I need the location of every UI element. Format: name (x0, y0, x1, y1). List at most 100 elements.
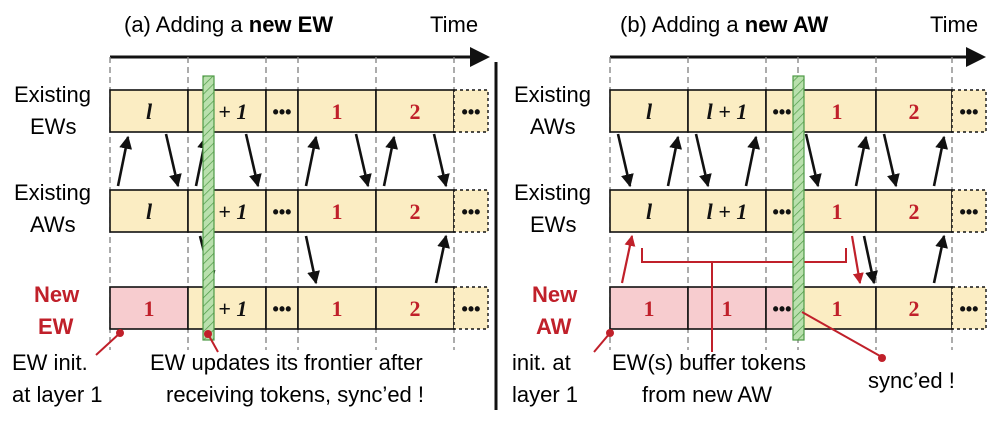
pointer-dot (116, 329, 124, 337)
block-cell (951, 286, 987, 330)
block-cell (687, 286, 767, 330)
cell-label: l (146, 99, 153, 124)
cell-label: l (646, 199, 653, 224)
block-cell (375, 286, 455, 330)
panel-b-row3-label-line1: New (532, 282, 578, 307)
cell-label: 1 (332, 199, 343, 224)
panel-a-note-left-line1: EW init. (12, 350, 88, 375)
panel-b-red-arrows (620, 234, 864, 285)
sync-bar (202, 75, 215, 341)
block-cell (453, 286, 489, 330)
panel-a-note-right-line2: receiving tokens, sync’ed ! (166, 382, 424, 407)
block-cell (453, 89, 489, 133)
cell-label: 2 (410, 296, 421, 321)
block-cell (687, 189, 767, 233)
block-cell (265, 89, 299, 133)
cell-label: 2 (909, 99, 920, 124)
cell-label: 1 (332, 296, 343, 321)
ellipsis: ••• (462, 202, 481, 222)
cell-label: 1 (722, 296, 733, 321)
block-cell (375, 89, 455, 133)
panel-a-row3-label-line1: New (34, 282, 80, 307)
pointer-dot (606, 329, 614, 337)
panel-b-row2-label-line1: Existing (514, 180, 591, 205)
panel-b-row3-label-line2: AW (536, 314, 572, 339)
panel-b-note-right: sync’ed ! (868, 368, 955, 393)
cell-label: 1 (832, 99, 843, 124)
panel-a-time-label: Time (430, 12, 478, 37)
pointer-dot (204, 330, 212, 338)
ellipsis: ••• (960, 102, 979, 122)
cell-label: 2 (410, 99, 421, 124)
panel-a-row2-label-line2: AWs (30, 212, 76, 237)
block-cell (297, 189, 377, 233)
block-cell (297, 89, 377, 133)
ellipsis: ••• (960, 202, 979, 222)
panel-b-arrows (616, 133, 949, 285)
pointer-dot (878, 354, 886, 362)
cell-label: l + 1 (707, 99, 748, 124)
panel-a-row1: l l + 1 ••• 1 2 ••• (109, 89, 489, 133)
pointer-line (593, 332, 611, 353)
panel-b-note-left-line2: layer 1 (512, 382, 578, 407)
block-cell (797, 89, 877, 133)
cell-label: 1 (832, 199, 843, 224)
panel-b-row2-label-line2: EWs (530, 212, 576, 237)
block-cell (297, 286, 377, 330)
ellipsis: ••• (960, 299, 979, 319)
ellipsis: ••• (462, 299, 481, 319)
panel-a-row2-label-line1: Existing (14, 180, 91, 205)
pointer-line (801, 311, 881, 357)
ellipsis: ••• (273, 102, 292, 122)
panel-b-note-left-line1: init. at (512, 350, 571, 375)
pointer-line (95, 332, 121, 356)
panel-b: (b) Adding a new AW Time Existing AWs Ex… (512, 12, 987, 407)
buffer-bracket (641, 248, 847, 263)
cell-label: 1 (832, 296, 843, 321)
ellipsis: ••• (273, 202, 292, 222)
block-cell (609, 189, 689, 233)
panel-a-note-left-line2: at layer 1 (12, 382, 103, 407)
panel-a: (a) Adding a new EW Time Existing EWs Ex… (12, 12, 490, 407)
panel-a-note-right-line1: EW updates its frontier after (150, 350, 423, 375)
block-cell (265, 286, 299, 330)
panel-a-title: (a) Adding a new EW (124, 12, 333, 37)
block-cell (187, 189, 267, 233)
sync-bar (792, 75, 805, 341)
block-cell (951, 189, 987, 233)
block-cell (951, 89, 987, 133)
cell-label: l + 1 (707, 199, 748, 224)
panel-b-row1: l l + 1 ••• 1 2 ••• (609, 89, 987, 133)
panel-b-row1-label-line2: AWs (530, 114, 576, 139)
block-cell (109, 89, 189, 133)
ellipsis: ••• (773, 102, 792, 122)
cell-label: l (646, 99, 653, 124)
ellipsis: ••• (773, 202, 792, 222)
block-cell (187, 286, 267, 330)
panel-b-note-middle-line1: EW(s) buffer tokens (612, 350, 806, 375)
ellipsis: ••• (273, 299, 292, 319)
block-cell (875, 89, 953, 133)
panel-a-time-arrowhead (470, 47, 490, 67)
panel-a-arrows (116, 133, 450, 285)
block-cell (453, 189, 489, 233)
block-cell (609, 89, 689, 133)
panel-b-time-arrowhead (966, 47, 986, 67)
block-cell (187, 89, 267, 133)
cell-label: 2 (410, 199, 421, 224)
cell-label: 1 (332, 99, 343, 124)
panel-a-row1-label-line2: EWs (30, 114, 76, 139)
panel-a-row1-label-line1: Existing (14, 82, 91, 107)
cell-label: 2 (909, 199, 920, 224)
cell-label: 1 (644, 296, 655, 321)
panel-b-title: (b) Adding a new AW (620, 12, 829, 37)
panel-b-note-middle-line2: from new AW (642, 382, 772, 407)
panel-b-row1-label-line1: Existing (514, 82, 591, 107)
ellipsis: ••• (773, 299, 792, 319)
panel-b-time-label: Time (930, 12, 978, 37)
ellipsis: ••• (462, 102, 481, 122)
panel-a-row2: l l + 1 ••• 1 2 ••• (109, 189, 489, 233)
panel-b-row3: 1 1 ••• 1 2 ••• (609, 286, 987, 330)
cell-label: 2 (909, 296, 920, 321)
